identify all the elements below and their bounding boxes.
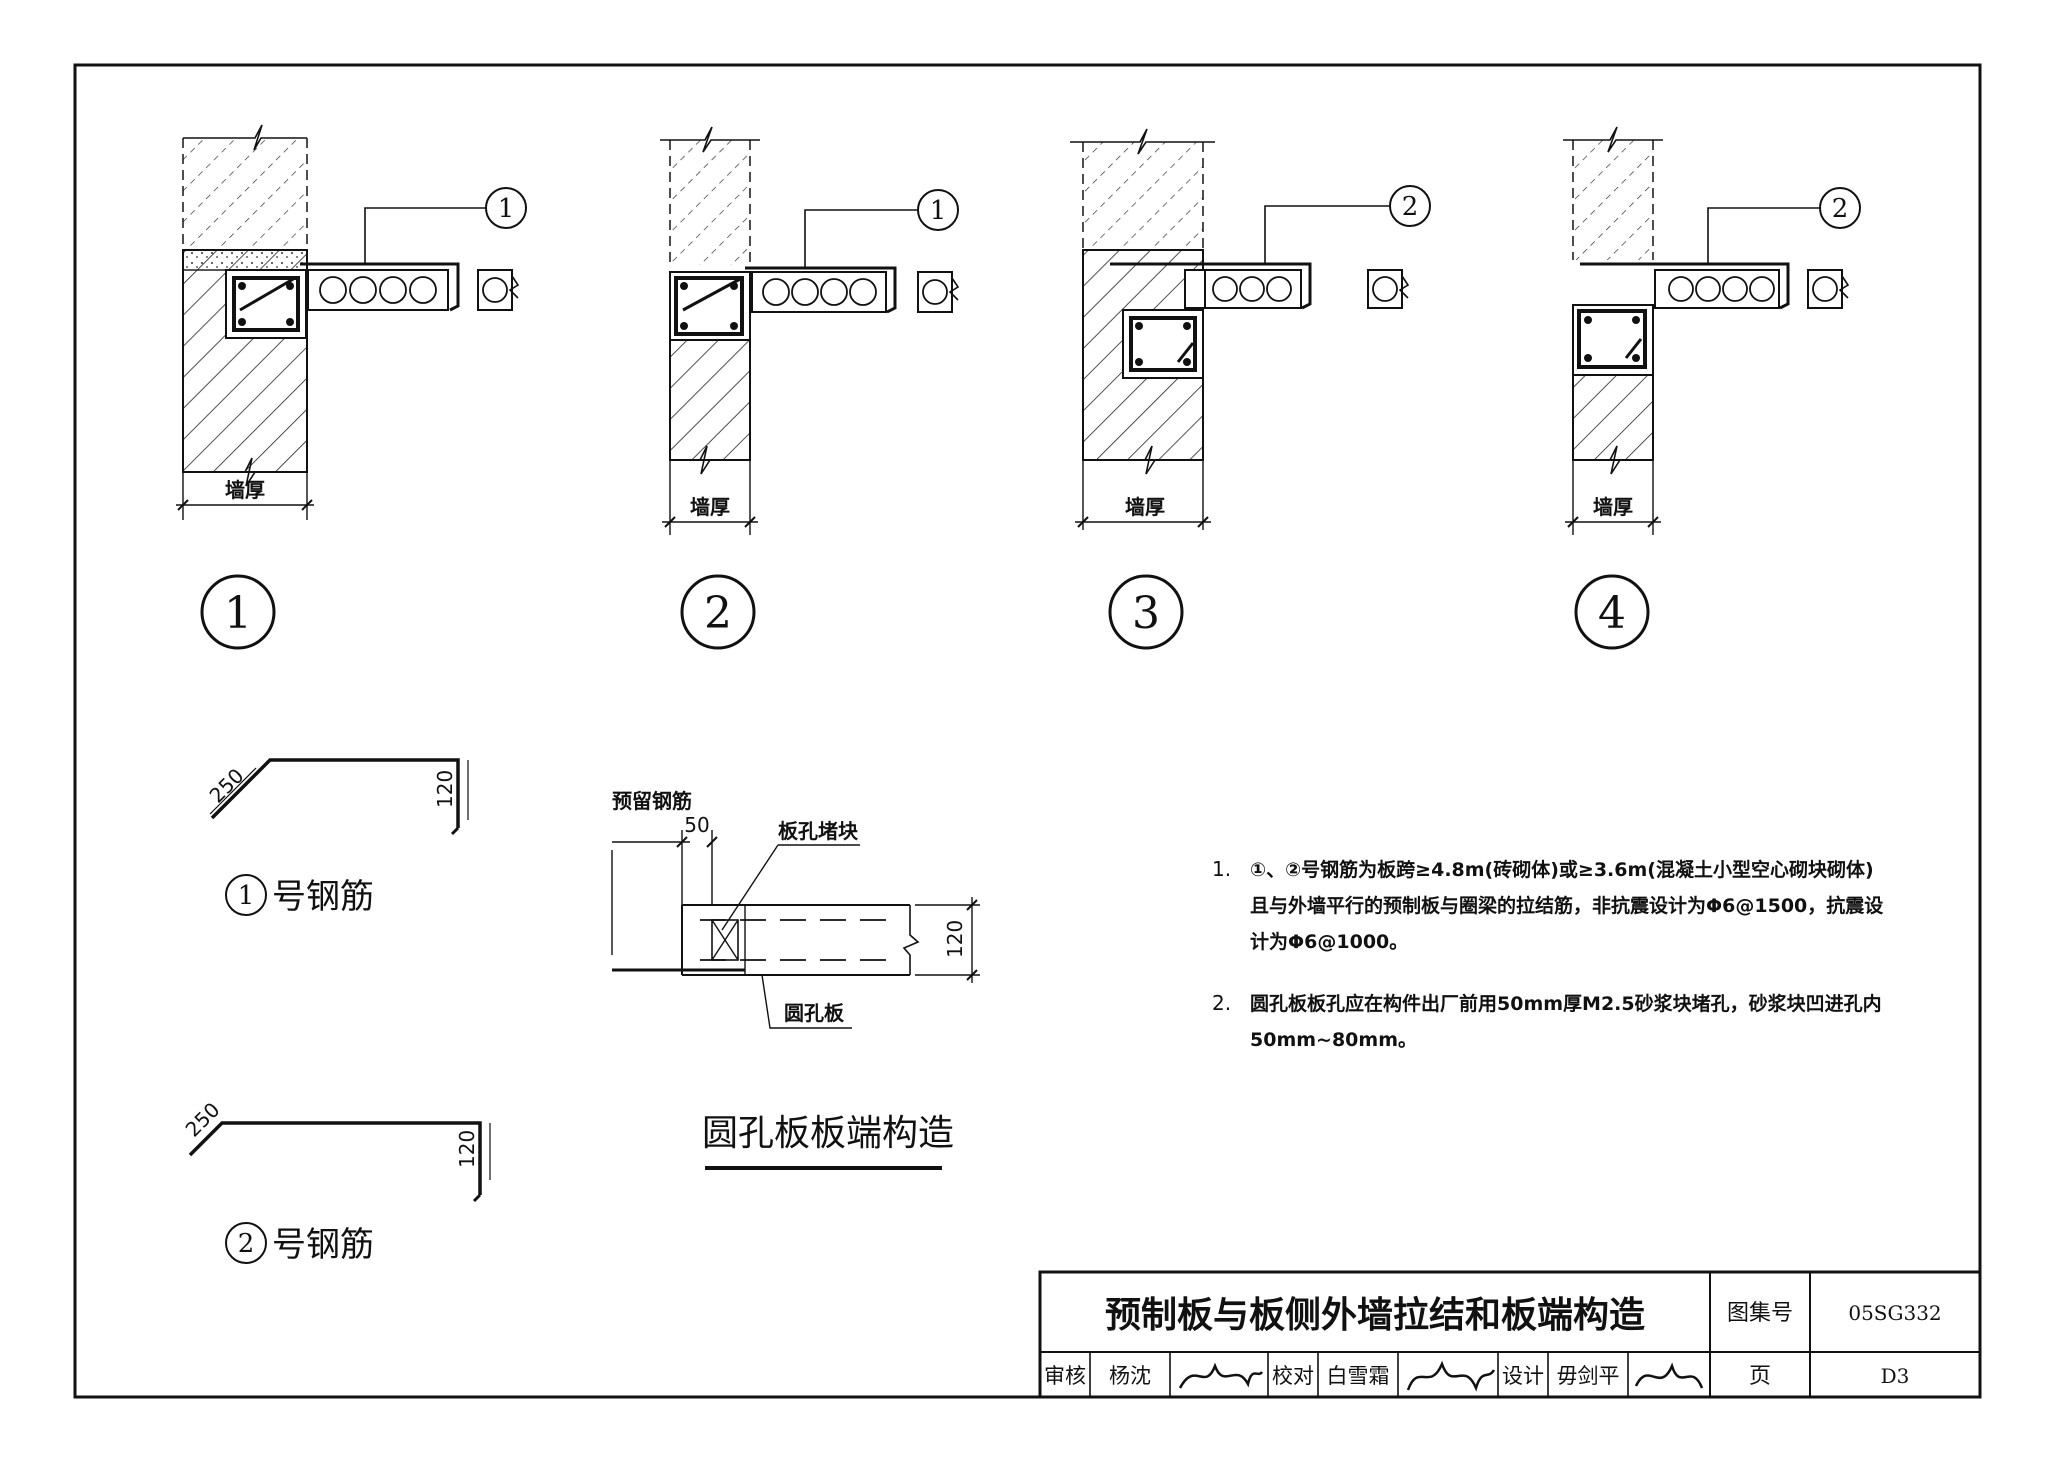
bar-1-shape: 250 120 1 号钢筋: [205, 758, 469, 917]
detail-1-callout: 1: [498, 194, 515, 224]
bar-1-len-b: 120: [433, 770, 457, 808]
dim-120: 120: [943, 920, 967, 958]
designer-signature: [1634, 1362, 1704, 1389]
bar-1-marker: 1: [238, 881, 255, 911]
bar-1-name: 号钢筋: [272, 877, 374, 917]
detail-3-number: 3: [1132, 588, 1160, 639]
slab-end-detail: 预留钢筋 50 板孔堵块 120 圆孔板 圆孔板板端构造: [611, 789, 980, 1170]
page-number: D3: [1881, 1364, 1910, 1388]
bar-2-marker: 2: [238, 1229, 255, 1259]
detail-4-dim-label: 墙厚: [1593, 495, 1633, 519]
bar-2-shape: 250 120 2 号钢筋: [181, 1098, 491, 1265]
detail-2-number: 2: [704, 588, 732, 639]
note-1-num: 1.: [1212, 857, 1231, 881]
end-detail-title: 圆孔板板端构造: [702, 1113, 954, 1154]
bar-2-name: 号钢筋: [272, 1225, 374, 1265]
checker-signature: [1406, 1360, 1496, 1392]
detail-3-dim-label: 墙厚: [1125, 495, 1165, 519]
sheet-border: [73, 63, 1982, 1399]
detail-2: 1 墙厚 2: [660, 126, 960, 650]
bar-2-len-b: 120: [455, 1130, 479, 1168]
checker-label: 校对: [1272, 1364, 1314, 1388]
reviewer-label: 审核: [1044, 1364, 1086, 1388]
atlas-number: 05SG332: [1848, 1301, 1941, 1325]
detail-1-dim-label: 墙厚: [225, 478, 265, 502]
notes: 1. ①、②号钢筋为板跨≥4.8m(砖砌体)或≥3.6m(混凝土小型空心砌块砌体…: [1212, 857, 1884, 1051]
detail-1: 1 墙厚 1: [176, 124, 527, 650]
label-rebar: 预留钢筋: [612, 789, 692, 813]
detail-4-callout: 2: [1832, 194, 1849, 224]
bar-2-len-a: 250: [181, 1098, 225, 1142]
label-slab: 圆孔板: [784, 1001, 845, 1025]
note-2-num: 2.: [1212, 991, 1231, 1015]
detail-4: 2 墙厚 4: [1563, 126, 1861, 650]
drawing-title: 预制板与板侧外墙拉结和板端构造: [1105, 1295, 1645, 1336]
atlas-label: 图集号: [1727, 1301, 1793, 1326]
reviewer-signature: [1178, 1362, 1264, 1389]
reviewer-name: 杨沈: [1109, 1364, 1151, 1388]
detail-3: 2 墙厚 3: [1070, 128, 1431, 650]
note-1-text: ①、②号钢筋为板跨≥4.8m(砖砌体)或≥3.6m(混凝土小型空心砌块砌体)且与…: [1250, 859, 1884, 953]
detail-3-callout: 2: [1402, 192, 1419, 222]
detail-2-callout: 1: [930, 196, 947, 226]
detail-2-dim-label: 墙厚: [690, 495, 730, 519]
title-block: 预制板与板侧外墙拉结和板端构造 图集号 05SG332 页 D3 审核 杨沈 校…: [1038, 1270, 1982, 1399]
designer-name: 毋剑平: [1557, 1364, 1620, 1388]
note-2-text: 圆孔板板孔应在构件出厂前用50mm厚M2.5砂浆块堵孔，砂浆块凹进孔内50mm~…: [1250, 993, 1882, 1051]
checker-name: 白雪霜: [1327, 1364, 1390, 1388]
detail-4-number: 4: [1598, 588, 1626, 639]
designer-label: 设计: [1502, 1364, 1544, 1388]
dim-50: 50: [684, 813, 709, 837]
bar-1-len-a: 250: [205, 764, 249, 808]
label-plug: 板孔堵块: [778, 819, 859, 843]
page-label: 页: [1749, 1364, 1771, 1389]
detail-1-number: 1: [224, 588, 252, 639]
